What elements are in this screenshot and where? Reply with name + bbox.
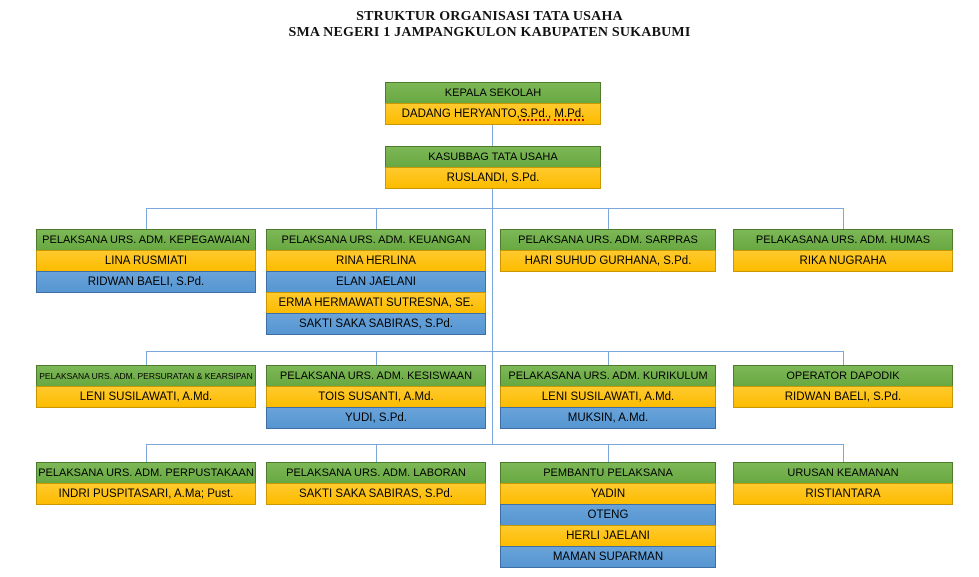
org-member-name: TOIS SUSANTI, A.Md.	[266, 386, 486, 408]
org-member-name: RIDWAN BAELI, S.Pd.	[36, 271, 256, 293]
org-member-name: SAKTI SAKA SABIRAS, S.Pd.	[266, 313, 486, 335]
org-member-name: DADANG HERYANTO, S.Pd., M.Pd.	[385, 103, 601, 125]
org-unit-title: KEPALA SEKOLAH	[385, 82, 601, 104]
connector-row1-drop-3	[608, 208, 609, 229]
org-member-name: ERMA HERMAWATI SUTRESNA, SE.	[266, 292, 486, 314]
connector-spine	[492, 188, 493, 444]
page-title: STRUKTUR ORGANISASI TATA USAHA SMA NEGER…	[0, 9, 979, 41]
org-unit-title: PELAKSANA URS. ADM. PERSURATAN & KEARSIP…	[36, 365, 256, 387]
connector-row1-bus	[146, 208, 843, 209]
connector-row2-drop-2	[376, 351, 377, 365]
org-unit-title: PELAKSANA URS. ADM. KEPEGAWAIAN	[36, 229, 256, 251]
org-unit-title: PELAKSANA URS. ADM. KEUANGAN	[266, 229, 486, 251]
connector-row2-drop-1	[146, 351, 147, 365]
org-unit-title: PELAKSANA URS. ADM. LABORAN	[266, 462, 486, 484]
org-group-kasubbag-tata-usaha: KASUBBAG TATA USAHA RUSLANDI, S.Pd.	[385, 146, 601, 189]
org-member-name: HARI SUHUD GURHANA, S.Pd.	[500, 250, 716, 272]
connector-row3-drop-3	[608, 444, 609, 462]
org-member-name: ELAN JAELANI	[266, 271, 486, 293]
kepala-degree1-text: S.Pd.,	[519, 108, 552, 120]
org-unit-title: PELAKSANA URS. ADM. SARPRAS	[500, 229, 716, 251]
org-member-name: RIKA NUGRAHA	[733, 250, 953, 272]
org-member-name: LENI SUSILAWATI, A.Md.	[36, 386, 256, 408]
org-unit-title: PELAKASANA URS. ADM. HUMAS	[733, 229, 953, 251]
org-member-name: RUSLANDI, S.Pd.	[385, 167, 601, 189]
org-member-name: HERLI JAELANI	[500, 525, 716, 547]
org-unit-title: PELAKASANA URS. ADM. KURIKULUM	[500, 365, 716, 387]
org-member-name: RIDWAN BAELI, S.Pd.	[733, 386, 953, 408]
org-member-name: OTENG	[500, 504, 716, 526]
connector-row2-bus	[146, 351, 843, 352]
org-member-name: INDRI PUSPITASARI, A.Ma; Pust.	[36, 483, 256, 505]
connector-row1-drop-1	[146, 208, 147, 229]
org-member-name: SAKTI SAKA SABIRAS, S.Pd.	[266, 483, 486, 505]
kepala-name-text: DADANG HERYANTO,	[401, 108, 520, 120]
connector-row1-drop-2	[376, 208, 377, 229]
org-member-name: RISTIANTARA	[733, 483, 953, 505]
org-unit-title: URUSAN KEAMANAN	[733, 462, 953, 484]
org-unit-title: PEMBANTU PELAKSANA	[500, 462, 716, 484]
org-member-name: YADIN	[500, 483, 716, 505]
org-group-kepala-sekolah: KEPALA SEKOLAH DADANG HERYANTO, S.Pd., M…	[385, 82, 601, 125]
connector-row2-drop-3	[608, 351, 609, 365]
org-unit-title: PELAKSANA URS. ADM. KESISWAAN	[266, 365, 486, 387]
page-title-line1: STRUKTUR ORGANISASI TATA USAHA	[356, 9, 623, 24]
org-member-name: MAMAN SUPARMAN	[500, 546, 716, 568]
org-unit-title: PELAKSANA URS. ADM. PERPUSTAKAAN	[36, 462, 256, 484]
org-member-name: LINA RUSMIATI	[36, 250, 256, 272]
org-unit-title: OPERATOR DAPODIK	[733, 365, 953, 387]
org-member-name: MUKSIN, A.Md.	[500, 407, 716, 429]
org-member-name: RINA HERLINA	[266, 250, 486, 272]
connector-row3-bus	[146, 444, 843, 445]
org-member-name: LENI SUSILAWATI, A.Md.	[500, 386, 716, 408]
connector-row3-drop-2	[376, 444, 377, 462]
page-title-line2: SMA NEGERI 1 JAMPANGKULON KABUPATEN SUKA…	[288, 25, 691, 40]
org-group-adm-persuratan-kearsipan: PELAKSANA URS. ADM. PERSURATAN & KEARSIP…	[36, 365, 256, 408]
org-unit-title: KASUBBAG TATA USAHA	[385, 146, 601, 168]
connector-row2-drop-4	[843, 351, 844, 365]
connector-row3-drop-4	[843, 444, 844, 462]
connector-row1-drop-4	[843, 208, 844, 229]
kepala-degree2-text: M.Pd.	[554, 108, 585, 120]
org-member-name: YUDI, S.Pd.	[266, 407, 486, 429]
connector-row3-drop-1	[146, 444, 147, 462]
connector-kepala-kasubbag	[492, 125, 493, 146]
